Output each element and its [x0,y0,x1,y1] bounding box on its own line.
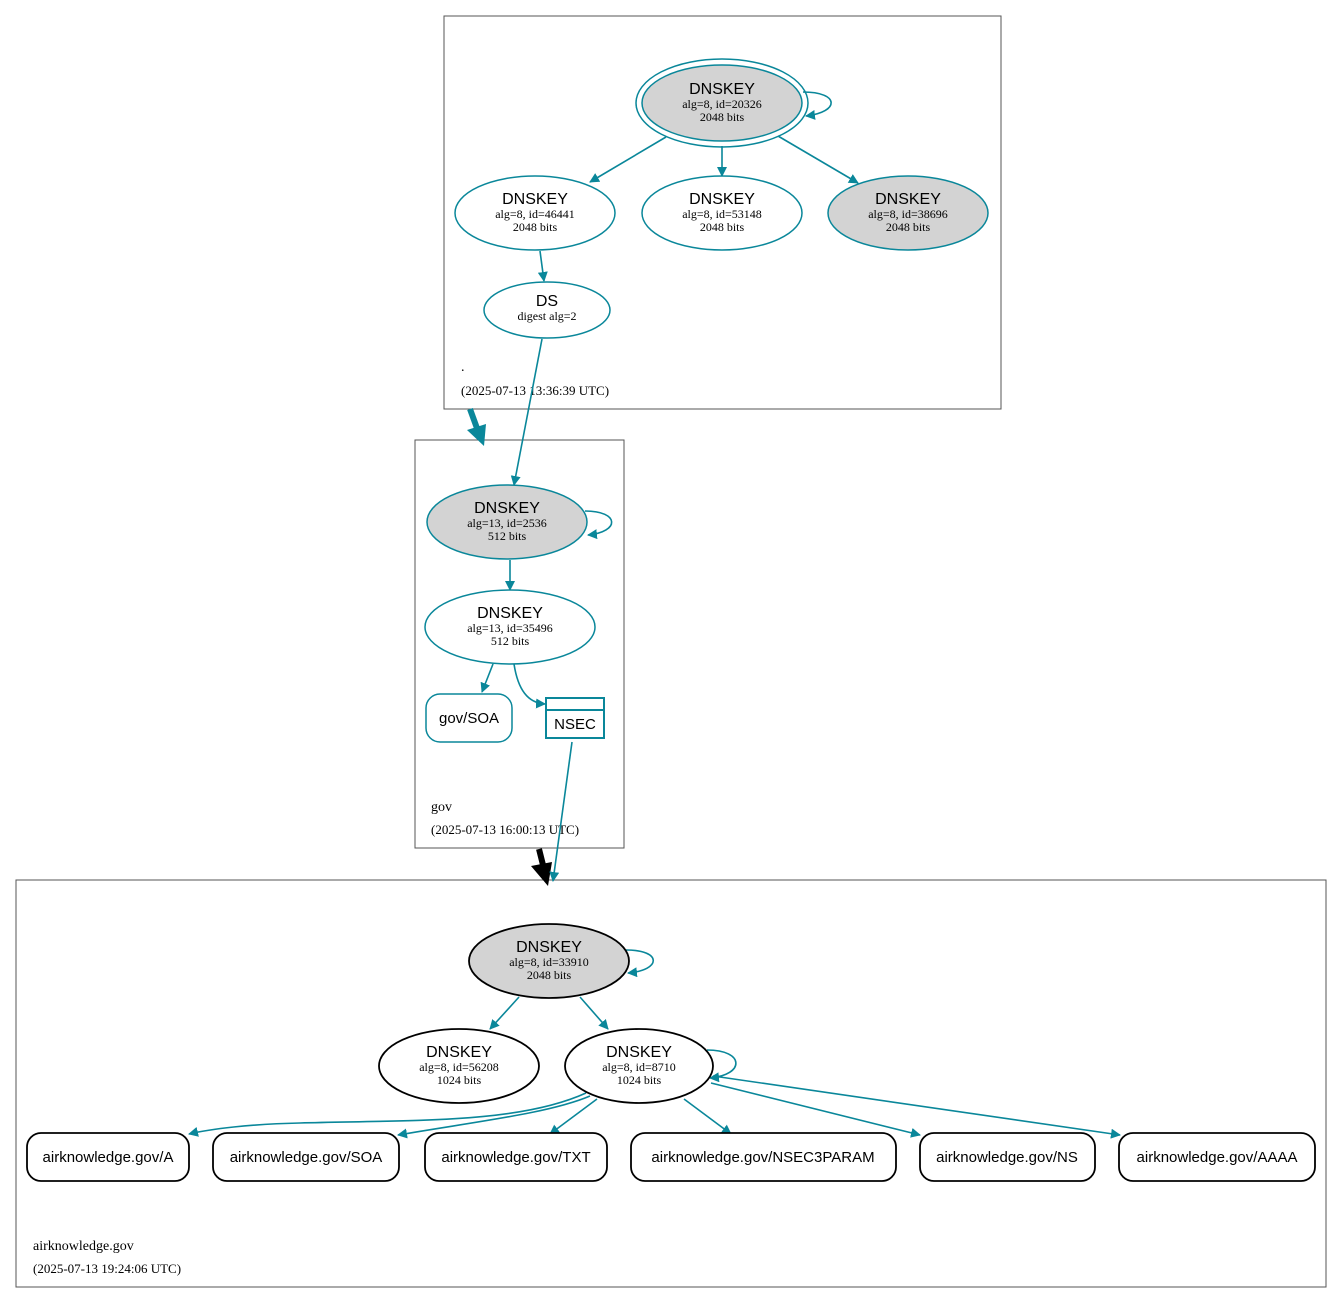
node-root-zsk2-line2: 2048 bits [700,220,745,234]
edge-root-ksk-zsk1 [589,136,667,183]
edge-ak-ksk-key2 [579,996,609,1030]
node-ak-key2[interactable]: DNSKEY alg=8, id=8710 1024 bits [564,1028,714,1104]
delegation-gov-ak-arrowhead [531,862,552,886]
node-root-ksk-line1: alg=8, id=20326 [682,97,762,111]
edge-root-ksk-zsk3 [777,135,859,184]
node-ak-key2-line1: alg=8, id=8710 [602,1060,676,1074]
node-ak-ksk-title: DNSKEY [516,939,582,956]
node-gov-soa[interactable]: gov/SOA [425,693,513,743]
node-ak-rr-nsec3param[interactable]: airknowledge.gov/NSEC3PARAM [630,1132,897,1182]
node-ak-key1-title: DNSKEY [426,1044,492,1061]
node-ak-rr-a-label: airknowledge.gov/A [43,1149,174,1166]
delegation-root-gov-arrowhead [467,424,486,446]
node-ak-rr-ns-label: airknowledge.gov/NS [936,1149,1078,1166]
node-ak-rr-soa[interactable]: airknowledge.gov/SOA [212,1132,400,1182]
node-root-zsk2-line1: alg=8, id=53148 [682,207,762,221]
node-gov-zsk-line1: alg=13, id=35496 [467,621,553,635]
node-ak-key2-line2: 1024 bits [617,1073,662,1087]
zone-gov-box [414,439,625,849]
node-root-zsk1-title: DNSKEY [502,191,568,208]
zone-gov-name: gov [431,800,452,815]
edge-ds-gov-ksk [510,338,543,486]
node-root-zsk1-line2: 2048 bits [513,220,558,234]
node-gov-ksk-title: DNSKEY [474,500,540,517]
node-gov-zsk[interactable]: DNSKEY alg=13, id=35496 512 bits [424,589,596,665]
edge-gov-zsk-nsec [513,663,546,709]
node-ak-rr-ns[interactable]: airknowledge.gov/NS [919,1132,1096,1182]
node-root-zsk3-line1: alg=8, id=38696 [868,207,948,221]
node-gov-ksk-line2: 512 bits [488,529,527,543]
node-ak-key1-line1: alg=8, id=56208 [419,1060,499,1074]
node-root-ds[interactable]: DS digest alg=2 [483,281,611,339]
node-ak-rr-txt[interactable]: airknowledge.gov/TXT [424,1132,608,1182]
edge-ak-ksk-key1 [489,996,520,1030]
edge-ak-key2-aaaa [712,1075,1121,1139]
node-gov-zsk-line2: 512 bits [491,634,530,648]
node-ak-rr-aaaa-label: airknowledge.gov/AAAA [1137,1149,1298,1166]
node-root-zsk1-line1: alg=8, id=46441 [495,207,575,221]
edge-ak-ksk-self [625,949,655,978]
edge-gov-nsec-ak [549,741,573,882]
node-ak-key2-title: DNSKEY [606,1044,672,1061]
edge-root-ksk-self [802,91,832,120]
node-ak-rr-aaaa[interactable]: airknowledge.gov/AAAA [1118,1132,1316,1182]
node-root-ksk[interactable]: DNSKEY alg=8, id=20326 2048 bits [635,58,809,148]
edge-root-zsk1-ds [537,250,548,282]
node-root-ksk-line2: 2048 bits [700,110,745,124]
node-gov-zsk-title: DNSKEY [477,605,543,622]
node-ak-rr-soa-label: airknowledge.gov/SOA [230,1149,383,1166]
edge-ak-key2-nsec3param [683,1098,732,1135]
edge-ak-key2-txt [549,1098,598,1135]
zone-airknowledge-timestamp: (2025-07-13 19:24:06 UTC) [33,1261,181,1276]
zone-root-box [443,15,1002,410]
edge-gov-zsk-soa [480,663,494,693]
node-gov-nsec[interactable]: NSEC [545,697,605,739]
edge-ak-key2-soa [397,1095,591,1139]
node-ak-rr-txt-label: airknowledge.gov/TXT [441,1149,590,1166]
node-ak-ksk-line1: alg=8, id=33910 [509,955,589,969]
node-root-ds-line1: digest alg=2 [517,309,576,323]
node-ak-key1-line2: 1024 bits [437,1073,482,1087]
node-gov-ksk[interactable]: DNSKEY alg=13, id=2536 512 bits [426,484,588,560]
zone-gov-timestamp: (2025-07-13 16:00:13 UTC) [431,822,579,837]
node-root-ds-title: DS [536,293,558,310]
node-ak-rr-nsec3param-label: airknowledge.gov/NSEC3PARAM [651,1149,874,1166]
zone-airknowledge-name: airknowledge.gov [33,1239,134,1254]
node-gov-ksk-line1: alg=13, id=2536 [467,516,547,530]
node-root-zsk3-title: DNSKEY [875,191,941,208]
node-ak-key1[interactable]: DNSKEY alg=8, id=56208 1024 bits [378,1028,540,1104]
node-ak-rr-a[interactable]: airknowledge.gov/A [26,1132,190,1182]
node-root-zsk3[interactable]: DNSKEY alg=8, id=38696 2048 bits [827,175,989,251]
node-root-zsk2[interactable]: DNSKEY alg=8, id=53148 2048 bits [641,175,803,251]
zone-airknowledge-box [15,879,1327,1288]
node-ak-ksk[interactable]: DNSKEY alg=8, id=33910 2048 bits [468,923,630,999]
node-gov-nsec-label: NSEC [554,716,596,733]
node-root-zsk2-title: DNSKEY [689,191,755,208]
edge-ak-key2-ns [710,1082,921,1138]
edge-ak-key2-a [188,1092,587,1137]
zone-root-timestamp: (2025-07-13 13:36:39 UTC) [461,383,609,398]
zone-root-name: . [461,360,465,375]
node-root-ksk-title: DNSKEY [689,81,755,98]
node-ak-ksk-line2: 2048 bits [527,968,572,982]
node-root-zsk1[interactable]: DNSKEY alg=8, id=46441 2048 bits [454,175,616,251]
node-gov-soa-label: gov/SOA [439,710,499,727]
edge-gov-ksk-self [584,510,613,540]
node-root-zsk3-line2: 2048 bits [886,220,931,234]
